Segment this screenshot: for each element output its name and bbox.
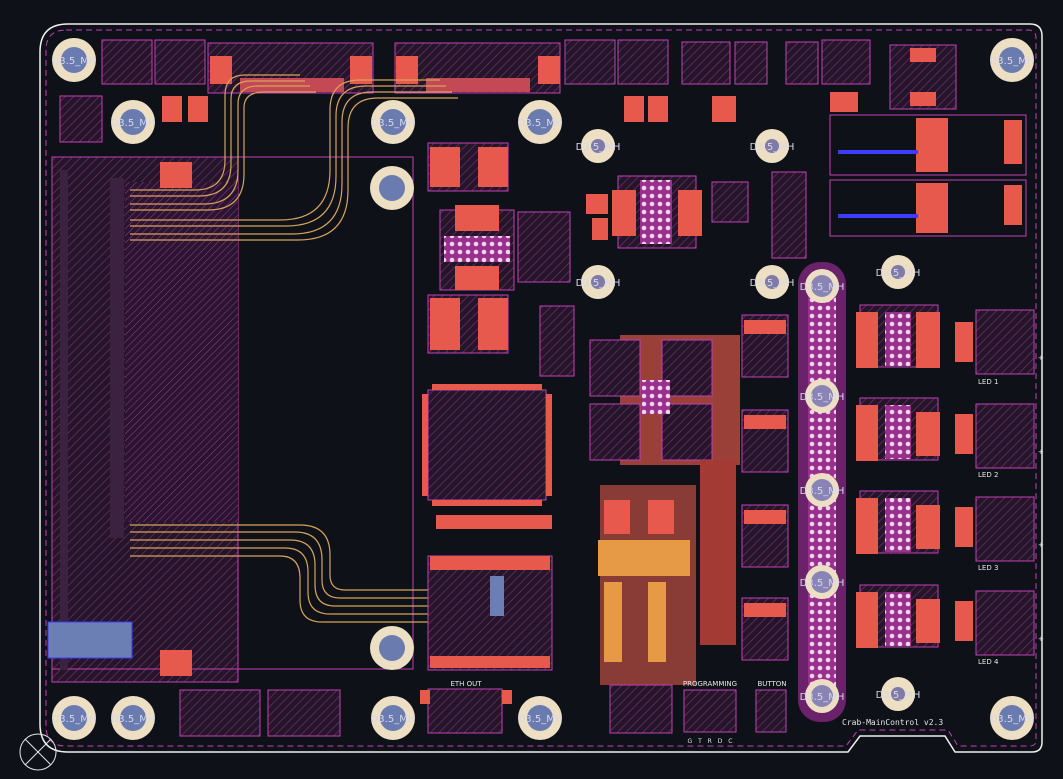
board-keepout [45,29,1037,747]
diff-pair-traces-bottom [130,524,465,623]
compute-module-footprint [47,156,414,683]
mounting-hole-small: D3.5_MH [576,265,621,299]
mounting-hole-large: D3.5_MH [111,696,156,740]
mounting-hole-large: D3.5_MH [371,100,416,144]
programming-pins-label: G T R D C [688,738,735,745]
led-2-polarity: + [1038,448,1044,456]
led-3-label: LED 3 [978,564,998,572]
bottom-components [179,515,552,737]
mounting-hole-large: D3.5_MH [111,100,156,144]
regulator-block [427,142,515,354]
fpc-connector-1 [207,42,374,94]
mounting-hole-large [370,626,414,670]
eth-out-label: ETH OUT [450,680,482,688]
mounting-hole-large: D3.5_MH [990,696,1035,740]
led-hole-pad: D3.5_MH [800,679,845,713]
hole-label: D3.5_MH [371,714,416,725]
mounting-hole-large: D3.5_MH [371,696,416,740]
hole-label: D3.5_MH [371,118,416,129]
led-4-polarity: + [1038,635,1044,643]
hole-label: D3.5_MH [990,56,1035,67]
hole-label: D3.5_MH [52,56,97,67]
led-hole-pad: D3.5_MH [800,473,845,507]
mounting-hole-large [370,166,414,210]
hole-label: D3.5_MH [518,714,563,725]
mounting-hole-large: D3.5_MH [518,696,563,740]
programming-connector: PROGRAMMING G T R D C [683,680,737,745]
mounting-hole-small: D3.5_MH [876,255,921,289]
led-hole-pad: D3.5_MH [800,379,845,413]
ethernet-ic [427,555,553,671]
led-1-polarity: + [1038,354,1044,362]
led-output-1 [856,304,1035,375]
led-2-label: LED 2 [978,471,998,479]
mounting-hole-small: D3.5_MH [876,677,921,711]
hole-label: D3.5_MH [518,118,563,129]
programming-label: PROGRAMMING [683,680,737,688]
led-4-label: LED 4 [978,658,999,666]
origin-marker [19,733,57,771]
board-outline [39,23,1043,753]
hole-label: D3.5_MH [990,714,1035,725]
led-1-label: LED 1 [978,378,998,386]
hole-label: D3.5_MH [800,692,845,703]
hole-label: D3.5_MH [800,578,845,589]
mounting-hole-small: D3.5_MH [750,265,795,299]
mounting-hole-large: D3.5_MH [990,38,1035,82]
hole-label: D3.5_MH [111,714,156,725]
button-connector: BUTTON [755,680,787,733]
eth-out-connector: ETH OUT [420,680,512,734]
hole-label: D3.5_MH [800,486,845,497]
mcu-ic [422,384,552,506]
led-output-3 [856,490,1035,562]
top-component-row [59,39,871,377]
mounting-hole-large: D3.5_MH [52,38,97,82]
hole-label: D3.5_MH [800,282,845,293]
led-hole-pad: D3.5_MH [800,565,845,599]
button-label: BUTTON [757,680,786,688]
mounting-hole-large: D3.5_MH [518,100,563,144]
hole-label: D3.5_MH [576,278,621,289]
led-output-4 [856,584,1035,656]
diff-pair-traces-top [130,74,458,241]
hole-label: D3.5_MH [876,268,921,279]
fpc-connector-2 [394,42,561,94]
hole-label: D3.5_MH [52,714,97,725]
led-output-2 [856,397,1035,469]
hole-label: D3.5_MH [876,690,921,701]
board-name-label: Crab-MainControl v2.3 [842,718,943,727]
hole-label: D3.5_MH [800,392,845,403]
hole-label: D3.5_MH [111,118,156,129]
hole-label: D3.5_MH [750,142,795,153]
top-right-components [829,44,1027,237]
hole-label: D3.5_MH [750,278,795,289]
led-3-polarity: + [1038,541,1044,549]
hole-label: D3.5_MH [576,142,621,153]
power-stage [589,175,740,734]
mounting-hole-large: D3.5_MH [52,696,97,740]
mounting-hole-small: D3.5_MH [576,129,621,163]
mounting-hole-small: D3.5_MH [750,129,795,163]
led-hole-pad: D3.5_MH [800,269,845,303]
mounting-holes: D3.5_MH D3.5_MH D3.5_MH D3.5_MH D3.5_MH D3.5_… [52,38,1035,740]
